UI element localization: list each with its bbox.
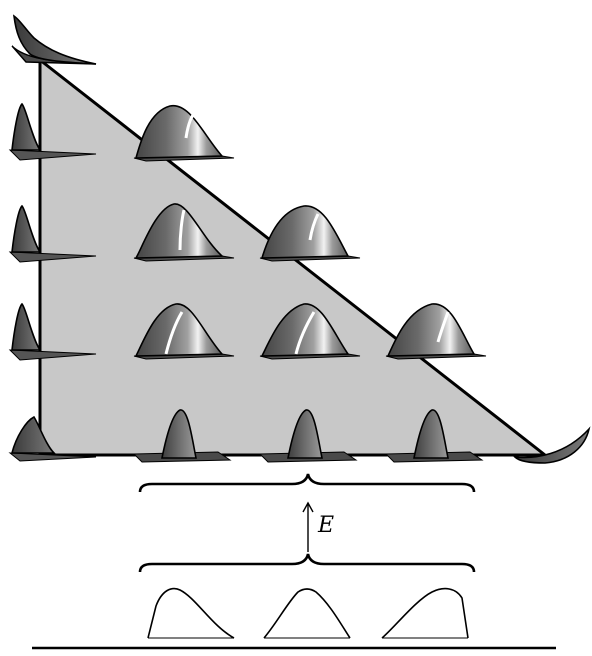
vertex-bump-origin (8, 415, 97, 462)
bump-2d-row3-c (385, 303, 487, 360)
bump-2d-row3-b (259, 303, 361, 360)
vertex-bump-top (11, 14, 97, 65)
basis-1d-curve-2 (263, 588, 351, 639)
basis-1d-curve-3 (381, 587, 469, 639)
basis-1d-curve-1 (147, 587, 235, 639)
bump-2d-row3-a (133, 303, 235, 360)
upper-brace (138, 473, 476, 493)
operator-label: E (317, 513, 334, 538)
lower-brace (138, 553, 476, 573)
bump-2d-row2-a (133, 203, 235, 262)
bump-edge-left-3 (8, 302, 97, 361)
bump-edge-left-1 (8, 102, 97, 161)
bump-edge-bottom-1 (132, 409, 232, 463)
arrow-head-icon (302, 501, 314, 513)
bump-edge-left-2 (8, 204, 97, 263)
vertex-bump-right (512, 426, 591, 464)
bump-2d-row1 (133, 105, 235, 162)
bump-edge-bottom-3 (384, 409, 484, 463)
bump-edge-bottom-2 (258, 409, 358, 463)
bump-2d-row2-b (259, 205, 361, 262)
